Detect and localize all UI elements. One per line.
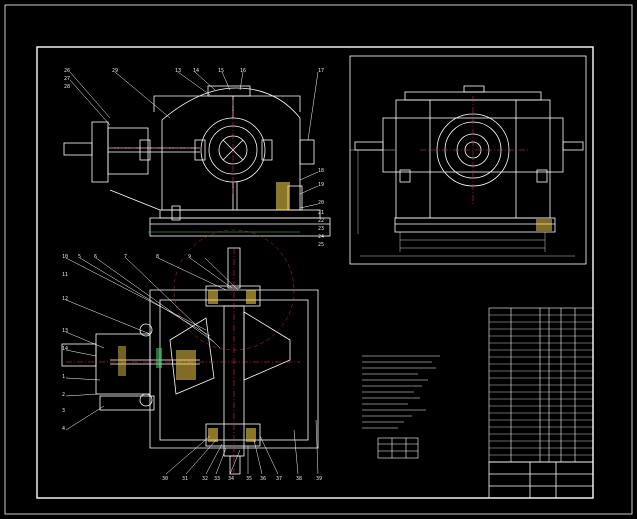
front-part-number: 23 (318, 226, 324, 232)
bottom-part-number: 35 (246, 476, 252, 482)
front-part-number: 24 (318, 234, 324, 240)
front-part-number: 13 (175, 68, 181, 74)
side-view-color (420, 96, 552, 231)
outer-frame (4, 4, 633, 515)
bottom-part-number: 39 (316, 476, 322, 482)
front-view-part-numbers: 26 27 28 29 13 14 15 16 17 18 19 20 21 22 23 24 25 (64, 68, 324, 248)
bottom-part-number: 36 (260, 476, 266, 482)
left-part-number: 2 (62, 392, 65, 398)
front-part-number: 26 (64, 68, 70, 74)
front-part-number: 16 (240, 68, 246, 74)
left-part-number: 9 (188, 254, 191, 260)
front-view-color (108, 100, 300, 233)
inner-frame (36, 46, 594, 499)
front-part-number: 21 (318, 210, 324, 216)
left-part-number: 4 (62, 426, 65, 432)
front-part-number: 17 (318, 68, 324, 74)
front-part-number: 27 (64, 76, 70, 82)
left-part-number: 14 (62, 346, 68, 352)
bottom-part-number: 34 (228, 476, 234, 482)
front-part-number: 14 (193, 68, 199, 74)
technical-notes (362, 355, 440, 429)
front-part-number: 20 (318, 200, 324, 206)
bottom-part-number: 38 (296, 476, 302, 482)
bottom-part-number: 33 (214, 476, 220, 482)
left-part-number: 7 (124, 254, 127, 260)
left-part-number: 3 (62, 408, 65, 414)
left-part-number: 12 (62, 296, 68, 302)
left-part-number: 11 (62, 272, 68, 278)
title-block (488, 461, 594, 499)
bottom-part-number: 32 (202, 476, 208, 482)
front-part-number: 15 (218, 68, 224, 74)
side-view-frame (349, 55, 587, 265)
left-part-number: 10 (62, 254, 68, 260)
bottom-part-numbers: 30 31 32 33 34 35 36 37 38 39 (162, 476, 322, 482)
top-section-color (66, 229, 300, 474)
bottom-part-number: 31 (182, 476, 188, 482)
front-view-leaders (69, 71, 319, 209)
bottom-part-number: 30 (162, 476, 168, 482)
left-part-number: 1 (62, 374, 65, 380)
front-part-number: 25 (318, 242, 324, 248)
left-part-number: 5 (78, 254, 81, 260)
top-section-leaders (65, 257, 319, 475)
front-part-number: 19 (318, 182, 324, 188)
side-view-dimensions (350, 149, 575, 257)
front-part-number: 28 (64, 84, 70, 90)
parts-list-rows (489, 314, 593, 463)
top-section-view (61, 247, 319, 475)
left-part-number: 8 (156, 254, 159, 260)
front-part-number: 29 (112, 68, 118, 74)
front-part-number: 18 (318, 168, 324, 174)
bottom-part-number: 37 (276, 476, 282, 482)
front-part-number: 22 (318, 218, 324, 224)
left-part-number: 13 (62, 328, 68, 334)
left-part-number: 6 (94, 254, 97, 260)
tech-parameter-table (377, 437, 419, 459)
